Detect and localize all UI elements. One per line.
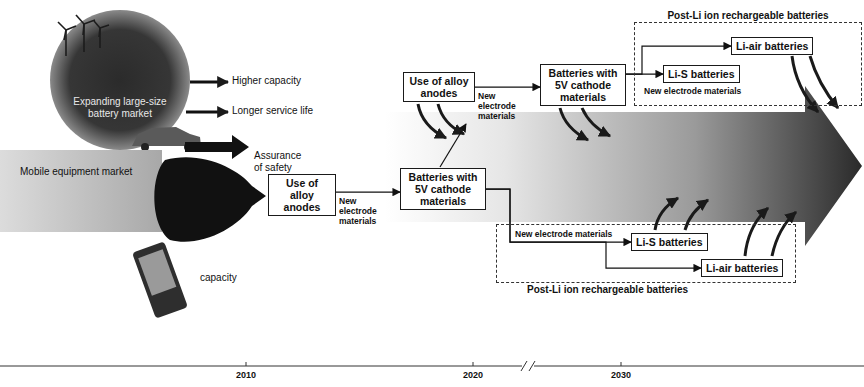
axis-break [522, 360, 534, 372]
requirement-label: Higher capacity [232, 75, 301, 87]
box-label: Li-S batteries [636, 236, 703, 248]
contribution-arrows [418, 56, 838, 256]
requirement-arrow [185, 135, 249, 159]
trend-arrow [385, 86, 862, 246]
connector-arrow [475, 86, 540, 87]
requirement-label: capacity [200, 272, 237, 284]
box-label: Li-S batteries [668, 68, 735, 80]
connector-arrow [486, 189, 701, 268]
connector-label: New electrode materials [478, 91, 528, 121]
axis-ticks [246, 362, 621, 366]
axis-year: 2030 [611, 370, 631, 380]
mobile-market-arrow [154, 157, 266, 242]
requirement-arrow [186, 111, 228, 114]
requirement-label: Longer service life [232, 105, 313, 117]
connector-label: New electrode materials [644, 86, 741, 96]
process-box: Li-S batteries [663, 65, 740, 83]
connector-label: New electrode materials [339, 196, 389, 226]
box-label: Use of alloy anodes [273, 177, 331, 213]
axis-year: 2010 [236, 370, 256, 380]
box-label: Batteries with 5V cathode materials [405, 171, 481, 207]
requirement-arrow [190, 81, 228, 84]
axis-break [521, 361, 535, 371]
process-box: Li-air batteries [701, 259, 783, 277]
mobile-phone [132, 241, 188, 318]
transfer-arrow [440, 124, 466, 167]
car-wheel [141, 143, 149, 151]
box-label: Use of alloy anodes [408, 75, 470, 99]
time-axis [0, 366, 864, 367]
box-label: Li-air batteries [736, 40, 808, 52]
process-box: Batteries with 5V cathode materials [540, 64, 626, 106]
connector-label: New electrode materials [515, 229, 612, 239]
market-label: Mobile equipment market [20, 166, 132, 178]
process-box: Batteries with 5V cathode materials [400, 168, 486, 210]
wind-turbines [58, 15, 109, 56]
mobile-market-ground [0, 150, 162, 232]
process-box: Use of alloy anodes [268, 174, 336, 216]
axis-year: 2020 [463, 370, 483, 380]
market-label: Expanding large-size battery market [62, 96, 178, 119]
box-label: Batteries with 5V cathode materials [545, 67, 621, 103]
process-box: Li-S batteries [631, 233, 708, 251]
group-heading: Post-Li ion rechargeable batteries [635, 10, 861, 22]
group-heading: Post-Li ion rechargeable batteries [527, 284, 688, 296]
process-box: Li-air batteries [731, 37, 813, 55]
box-label: Li-air batteries [706, 262, 778, 274]
process-box: Use of alloy anodes [403, 72, 475, 102]
connector-arrow [486, 189, 631, 242]
requirement-label: Assurance of safety [254, 150, 312, 173]
connector-arrow [336, 191, 400, 192]
